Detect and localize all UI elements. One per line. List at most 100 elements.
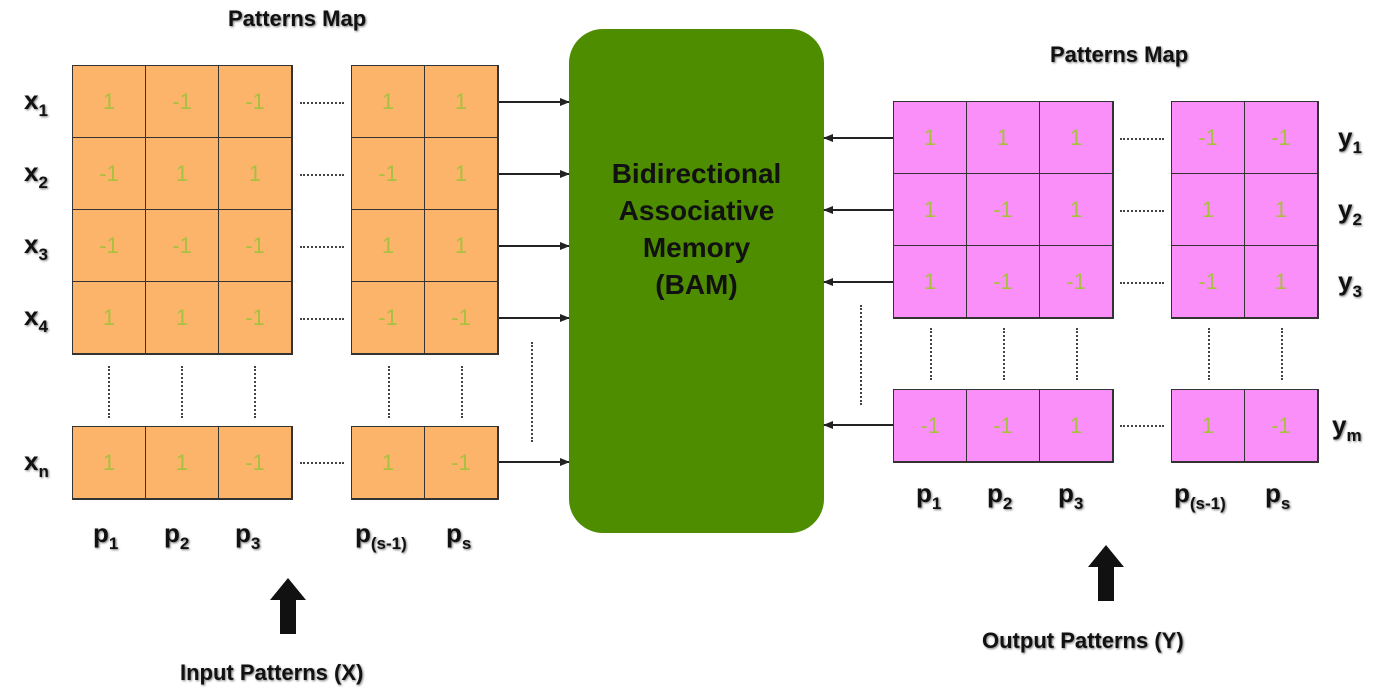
input-row-label: x2 — [24, 157, 48, 192]
input-grid-main: 1 -1 -1 -1 1 1 -1 -1 -1 1 1 -1 — [72, 65, 293, 355]
dotted-separator — [860, 305, 862, 405]
input-cell: -1 — [73, 210, 146, 282]
input-cell: 1 — [352, 427, 425, 499]
output-cell: -1 — [967, 390, 1040, 462]
output-row-label: y3 — [1338, 266, 1362, 301]
output-cell: 1 — [894, 102, 967, 174]
input-cell: 1 — [219, 138, 292, 210]
input-cell: 1 — [425, 210, 498, 282]
input-cell: -1 — [219, 427, 292, 499]
input-grid-last-main: 1 1 -1 — [72, 426, 293, 500]
input-cell: 1 — [352, 66, 425, 138]
output-cell: -1 — [967, 174, 1040, 246]
input-row-label: x1 — [24, 85, 48, 120]
output-col-label: ps — [1265, 478, 1291, 513]
output-cell: 1 — [1172, 174, 1245, 246]
output-cell: -1 — [1040, 246, 1113, 318]
input-col-label: p(s-1) — [355, 518, 407, 553]
output-cell: 1 — [967, 102, 1040, 174]
output-col-label: p1 — [916, 478, 942, 513]
output-cell: 1 — [1040, 174, 1113, 246]
output-cell: 1 — [894, 246, 967, 318]
input-col-label: p1 — [93, 518, 119, 553]
output-cell: -1 — [1172, 246, 1245, 318]
input-cell: -1 — [352, 282, 425, 354]
input-col-label: ps — [446, 518, 472, 553]
input-patterns-caption: Input Patterns (X) — [180, 660, 364, 685]
dotted-separator — [181, 366, 183, 418]
input-cell: -1 — [146, 210, 219, 282]
output-grid-last-tail: 1 -1 — [1171, 389, 1319, 463]
output-grid-tail: -1 -1 1 1 -1 1 — [1171, 101, 1319, 319]
output-row-label: y2 — [1338, 194, 1362, 229]
dotted-separator — [1120, 210, 1164, 212]
input-cell: 1 — [425, 138, 498, 210]
dotted-separator — [254, 366, 256, 418]
output-cell: 1 — [1040, 102, 1113, 174]
output-col-label: p2 — [987, 478, 1013, 513]
dotted-separator — [1281, 328, 1283, 380]
output-col-label: p3 — [1058, 478, 1084, 513]
input-cell: 1 — [146, 282, 219, 354]
output-cell: -1 — [967, 246, 1040, 318]
dotted-separator — [1208, 328, 1210, 380]
output-row-label: ym — [1332, 410, 1362, 445]
input-up-arrow-icon — [270, 578, 306, 634]
dotted-separator — [108, 366, 110, 418]
dotted-separator — [1120, 282, 1164, 284]
input-cell: 1 — [73, 282, 146, 354]
input-row-label: x4 — [24, 301, 48, 336]
input-cell: -1 — [425, 427, 498, 499]
input-cell: -1 — [219, 66, 292, 138]
input-cell: -1 — [146, 66, 219, 138]
input-cell: 1 — [146, 427, 219, 499]
input-cell: 1 — [73, 427, 146, 499]
input-row-label: x3 — [24, 229, 48, 264]
input-row-label: xn — [24, 446, 49, 481]
output-cell: 1 — [1172, 390, 1245, 462]
input-col-label: p2 — [164, 518, 190, 553]
dotted-separator — [930, 328, 932, 380]
bam-label: Bidirectional Associative Memory (BAM) — [611, 157, 782, 300]
dotted-separator — [300, 318, 344, 320]
dotted-separator — [300, 462, 344, 464]
dotted-separator — [461, 366, 463, 418]
output-col-label: p(s-1) — [1174, 478, 1226, 513]
input-cell: -1 — [219, 282, 292, 354]
input-col-label: p3 — [235, 518, 261, 553]
output-row-label: y1 — [1338, 122, 1362, 157]
output-cell: -1 — [894, 390, 967, 462]
output-grid-last-main: -1 -1 1 — [893, 389, 1114, 463]
input-cell: -1 — [73, 138, 146, 210]
right-patterns-map-title: Patterns Map — [1050, 42, 1189, 67]
input-cell: 1 — [146, 138, 219, 210]
input-cell: -1 — [425, 282, 498, 354]
dotted-separator — [1076, 328, 1078, 380]
input-cell: 1 — [352, 210, 425, 282]
dotted-separator — [388, 366, 390, 418]
output-cell: -1 — [1245, 102, 1318, 174]
dotted-separator — [1120, 425, 1164, 427]
output-cell: -1 — [1172, 102, 1245, 174]
input-cell: -1 — [352, 138, 425, 210]
output-cell: 1 — [1245, 174, 1318, 246]
dotted-separator — [531, 342, 533, 442]
dotted-separator — [1003, 328, 1005, 380]
dotted-separator — [300, 174, 344, 176]
output-cell: -1 — [1245, 390, 1318, 462]
bam-block: Bidirectional Associative Memory (BAM) — [569, 29, 824, 533]
left-patterns-map-title: Patterns Map — [228, 6, 367, 31]
dotted-separator — [300, 246, 344, 248]
input-grid-last-tail: 1 -1 — [351, 426, 499, 500]
input-cell: -1 — [219, 210, 292, 282]
output-grid-main: 1 1 1 1 -1 1 1 -1 -1 — [893, 101, 1114, 319]
input-cell: 1 — [73, 66, 146, 138]
input-cell: 1 — [425, 66, 498, 138]
output-cell: 1 — [1245, 246, 1318, 318]
dotted-separator — [1120, 138, 1164, 140]
input-grid-tail: 1 1 -1 1 1 1 -1 -1 — [351, 65, 499, 355]
output-cell: 1 — [894, 174, 967, 246]
dotted-separator — [300, 102, 344, 104]
output-cell: 1 — [1040, 390, 1113, 462]
